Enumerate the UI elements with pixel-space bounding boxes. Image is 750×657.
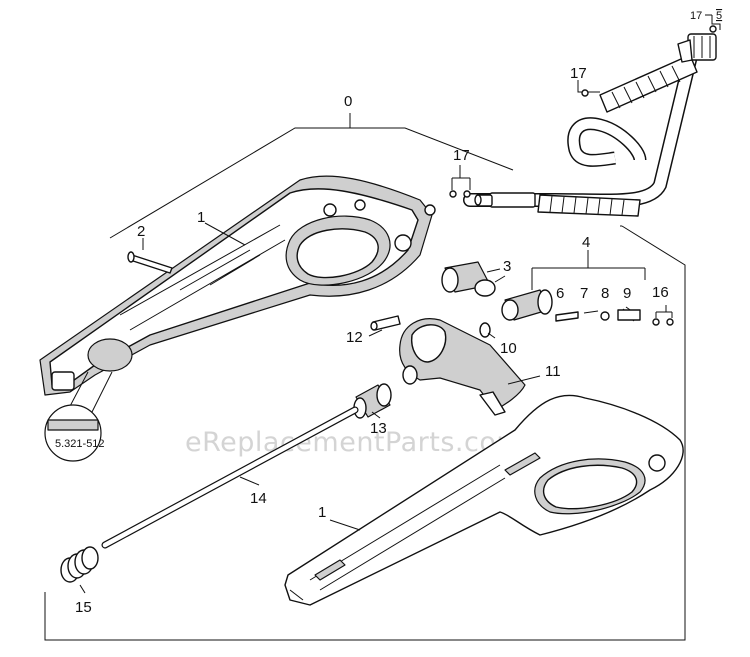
hose-end-fitting	[474, 192, 536, 208]
small-parts	[555, 306, 641, 322]
label-seals17-top: 17	[690, 10, 702, 22]
trigger	[399, 318, 526, 416]
adapter	[441, 261, 506, 297]
watermark-text: eReplacementParts.com	[185, 427, 523, 458]
label-nozzle-group: 4	[582, 234, 590, 251]
label-seals16: 16	[652, 284, 669, 301]
detail-magnifier: 5.321-512	[44, 371, 113, 462]
gun-housing-upper	[39, 175, 436, 396]
spring	[60, 546, 99, 583]
label-screw: 2	[137, 223, 145, 240]
label-part8: 8	[601, 285, 609, 302]
label-grip-upper: 1	[197, 209, 205, 226]
label-part6: 6	[556, 285, 564, 302]
leader-lines	[79, 222, 622, 594]
screw	[127, 238, 173, 274]
o-ring	[479, 322, 491, 338]
seals-17-fitting	[449, 165, 471, 198]
sleeve	[353, 383, 392, 419]
hose-fitting-top	[677, 33, 717, 63]
label-swivel-top: 5	[716, 10, 722, 22]
label-sleeve: 13	[370, 420, 387, 437]
label-rod: 14	[250, 490, 267, 507]
label-adapter: 3	[503, 258, 511, 275]
hose-spiral-guard-upper	[599, 54, 698, 113]
label-trigger: 11	[545, 363, 561, 380]
label-assembly: 0	[344, 93, 352, 110]
seals-17-hose-marker	[577, 80, 600, 97]
label-seals17-fitting: 17	[453, 147, 470, 164]
label-seals17-hose: 17	[570, 65, 587, 82]
pin	[370, 315, 401, 331]
seals-16	[652, 305, 674, 326]
seals-17-top-marker	[705, 14, 721, 33]
label-oring: 10	[500, 340, 517, 357]
label-part9: 9	[623, 285, 631, 302]
gun-housing-lower	[284, 394, 684, 606]
rod	[101, 406, 359, 549]
label-pin: 12	[346, 329, 363, 346]
label-part7: 7	[580, 285, 588, 302]
label-spring: 15	[75, 599, 92, 616]
assembly-frame	[44, 113, 686, 641]
nozzle-group-bracket	[531, 250, 646, 290]
hose-spiral-guard-lower	[537, 194, 641, 217]
detail-part-number: 5.321-512	[55, 438, 105, 450]
nozzle-union	[501, 289, 553, 321]
label-grip-lower: 1	[318, 504, 326, 521]
